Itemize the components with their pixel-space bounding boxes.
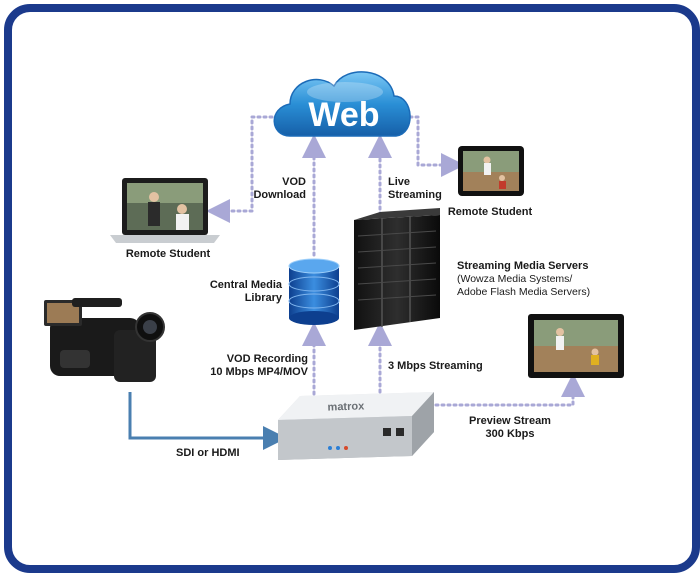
encoder-device-icon (278, 392, 434, 460)
server-rack-icon (354, 208, 440, 330)
database-icon (288, 258, 340, 325)
web-cloud-icon (273, 71, 411, 137)
camera-icon (44, 298, 165, 382)
label-remote-student-laptop: Remote Student (125, 248, 211, 260)
label-streaming-media-servers: Streaming Media Servers (Wowza Media Sys… (457, 260, 591, 298)
web-label: Web (308, 96, 379, 134)
label-sdi-hdmi: SDI or HDMI (176, 447, 240, 459)
laptop-icon (110, 178, 220, 243)
connector-camera-to-device (128, 392, 287, 450)
label-preview-stream: Preview Stream 300 Kbps (469, 415, 551, 440)
label-3mbps-streaming: 3 Mbps Streaming (388, 360, 483, 372)
connector-web-to-laptop (206, 115, 292, 223)
label-vod-recording: VOD Recording 10 Mbps MP4/MOV (210, 353, 308, 378)
device-brand-label: matrox (327, 400, 365, 413)
label-central-media-library: Central Media Library (209, 279, 282, 304)
label-vod-download: VOD Download (253, 176, 306, 201)
label-live-streaming: Live Streaming (388, 176, 442, 201)
label-remote-student-tablet: Remote Student (447, 206, 533, 218)
connector-lines (206, 115, 585, 407)
connector-web-to-tablet (408, 115, 465, 177)
tablet-icon (458, 146, 524, 196)
connector-device-to-monitor (434, 373, 585, 407)
preview-monitor-icon (528, 314, 624, 378)
